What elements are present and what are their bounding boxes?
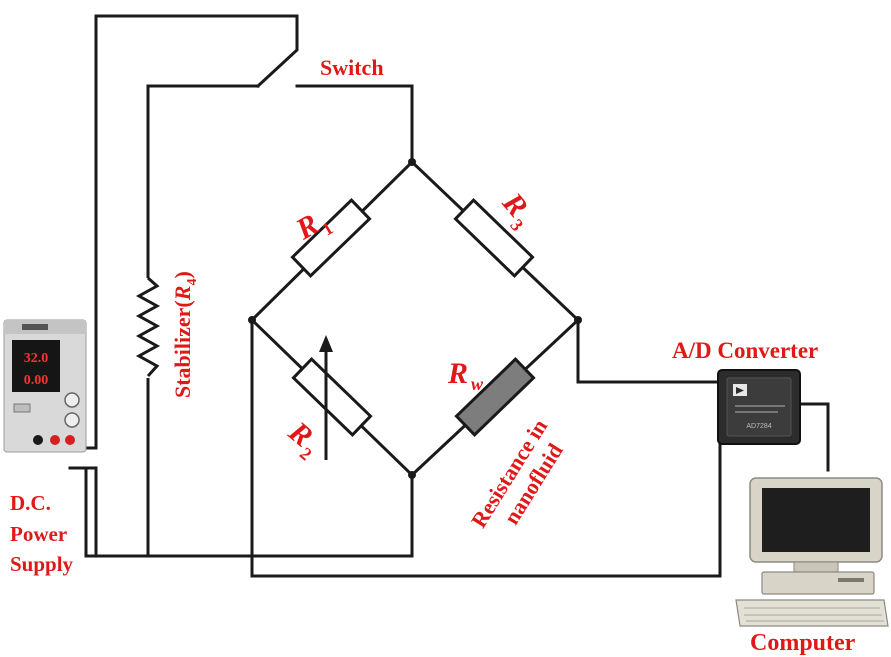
- computer-label: Computer: [750, 630, 856, 656]
- psu-terminal-black-icon: [33, 435, 43, 445]
- resistor-rw: [454, 357, 536, 437]
- r2-label: R 2: [282, 415, 319, 465]
- psu-terminal-red-icon: [65, 435, 75, 445]
- stabilizer-label: Stabilizer(R4): [170, 271, 200, 398]
- dc-power-supply-image: 32.0 0.00: [3, 319, 87, 453]
- wire-bottom-node-down: [84, 466, 414, 558]
- rw-label: R w: [447, 357, 484, 394]
- junction-left: [248, 316, 256, 324]
- nanofluid-label: Resistance in nanofluid: [466, 415, 568, 532]
- adc-chip-label: AD7284: [746, 423, 771, 430]
- svg-text:R: R: [495, 186, 534, 223]
- computer-image: [735, 477, 889, 627]
- resistor-r1: [290, 198, 372, 278]
- junction-right: [574, 316, 582, 324]
- wire-stabilizer-top: [146, 84, 260, 558]
- junction-top: [408, 158, 416, 166]
- ad-converter-image: AD7284: [717, 369, 801, 445]
- wire-left-node-down: [250, 318, 737, 578]
- power-label-line3: Supply: [10, 552, 74, 576]
- psu-knob-icon: [64, 392, 80, 408]
- svg-text:R: R: [447, 357, 468, 390]
- power-label-line1: D.C.: [10, 491, 51, 515]
- wire-psu-to-switch: [84, 14, 299, 450]
- junction-bottom: [408, 471, 416, 479]
- psu-display-current: 0.00: [24, 373, 49, 388]
- psu-knob-icon: [64, 412, 80, 428]
- wire-switch-to-bridge: [295, 84, 414, 164]
- resistor-r2: [291, 357, 373, 437]
- wire-right-node-to-adc: [576, 318, 720, 384]
- variable-arrow-icon: [319, 335, 333, 460]
- svg-text:Stabilizer(R4): Stabilizer(R4): [170, 271, 200, 398]
- psu-display-voltage: 32.0: [24, 351, 49, 366]
- ad-converter-label: A/D Converter: [672, 338, 818, 363]
- svg-text:w: w: [471, 374, 484, 394]
- wire-psu-terminal: [68, 466, 98, 558]
- stabilizer-resistor-icon: [135, 276, 161, 378]
- psu-terminal-red-icon: [50, 435, 60, 445]
- switch-label: Switch: [320, 55, 384, 80]
- wire-adc-to-computer: [798, 402, 830, 472]
- resistor-r3: [453, 198, 535, 278]
- psu-switch-icon: [13, 403, 31, 413]
- power-label-line2: Power: [10, 522, 67, 546]
- junctions: [248, 158, 582, 479]
